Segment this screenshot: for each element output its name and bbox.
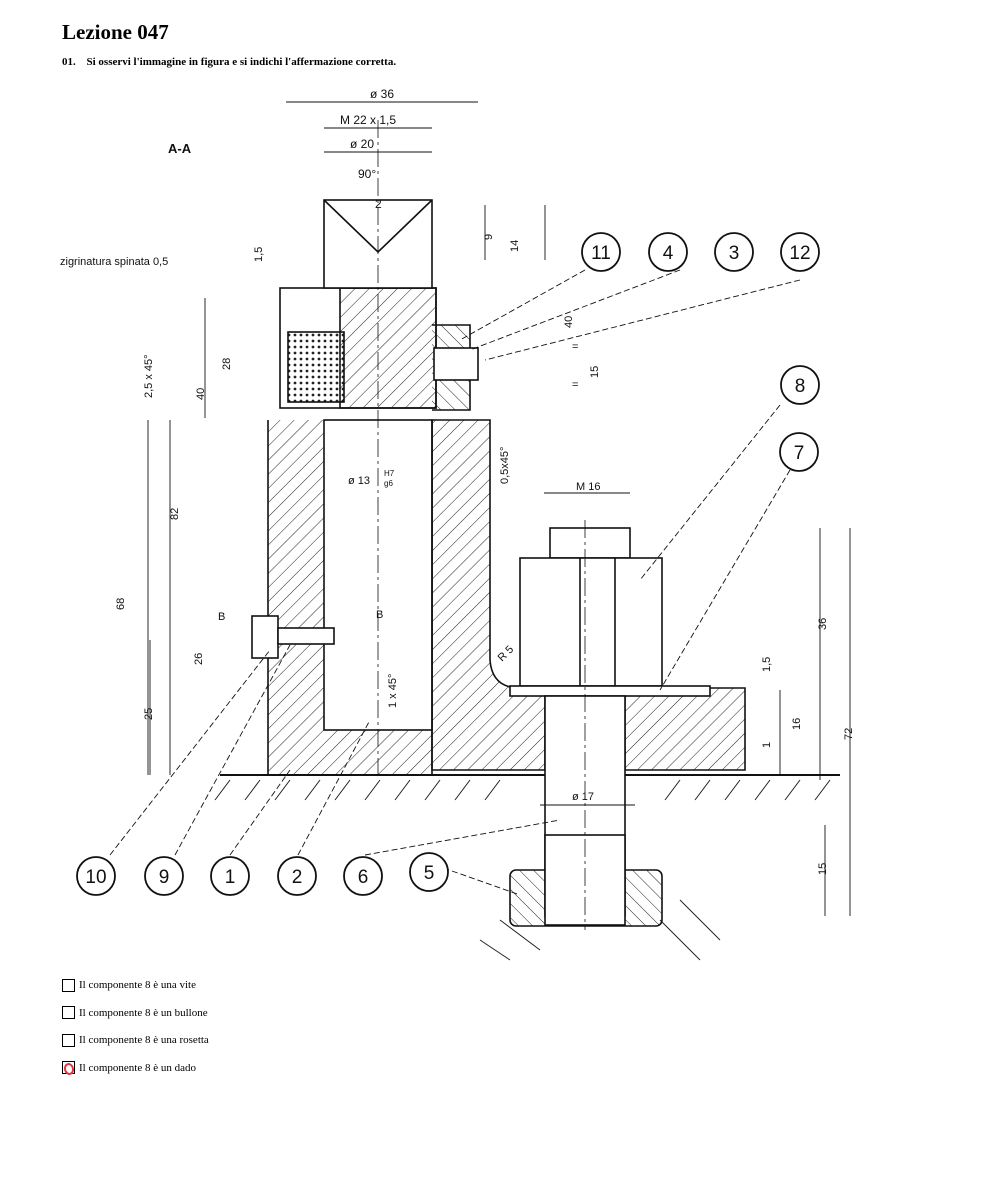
callout-10: 10 xyxy=(85,867,106,888)
dim-82: 82 xyxy=(169,508,181,520)
dim-m16: M 16 xyxy=(576,481,600,493)
dim-1-5-right: 1,5 xyxy=(761,657,773,672)
checkbox-bullone[interactable] xyxy=(62,1006,75,1019)
dim-16: 16 xyxy=(791,718,803,730)
knurl-label: zigrinatura spinata 0,5 xyxy=(60,256,168,268)
option-rosetta[interactable]: Il componente 8 è una rosetta xyxy=(62,1032,209,1048)
callout-circle-7 xyxy=(779,432,819,472)
option-vite[interactable]: Il componente 8 è una vite xyxy=(62,977,209,993)
dim-d36: ø 36 xyxy=(370,87,394,101)
option-label: Il componente 8 è un dado xyxy=(79,1061,196,1074)
dim-1-5-top: 1,5 xyxy=(253,247,265,262)
dim-15-bottom: 15 xyxy=(817,863,829,875)
dim-b-right: B xyxy=(376,609,383,621)
dim-40-right: 40 xyxy=(563,316,575,328)
dim-chamfer-2-5: 2,5 x 45° xyxy=(143,354,155,398)
bolt-assembly xyxy=(509,520,711,930)
dim-eq-1: = xyxy=(572,341,578,353)
callout-circle-3 xyxy=(714,232,754,272)
dim-eq-2: = xyxy=(572,379,578,391)
dim-28: 28 xyxy=(221,358,233,370)
callout-circle-9 xyxy=(144,856,184,896)
technical-drawing: ø 36 M 22 x 1,5 ø 20 90° 2 A-A zigrinatu… xyxy=(60,87,855,961)
lesson-title: Lezione 047 xyxy=(62,20,169,44)
dim-r5: R 5 xyxy=(496,644,517,665)
callout-2: 2 xyxy=(292,867,303,888)
checkbox-dado[interactable] xyxy=(62,1061,75,1074)
question-text: Si osservi l'immagine in figura e si ind… xyxy=(86,56,397,68)
section-label: A-A xyxy=(168,141,192,156)
dim-d17: ø 17 xyxy=(572,791,594,803)
callout-circle-1 xyxy=(210,856,250,896)
checkbox-rosetta[interactable] xyxy=(62,1033,75,1047)
option-dado[interactable]: Il componente 8 è un dado xyxy=(62,1060,209,1076)
dim-b-left: B xyxy=(218,611,225,623)
callout-circle-5 xyxy=(409,852,449,892)
dim-25: 25 xyxy=(143,708,155,720)
dim-chamfer-1: 1 x 45° xyxy=(387,674,399,708)
option-label: Il componente 8 è una rosetta xyxy=(79,1034,209,1046)
callout-7: 7 xyxy=(794,443,805,464)
option-bullone[interactable]: Il componente 8 è un bullone xyxy=(62,1005,209,1021)
question-header: 01. Si osservi l'immagine in figura e si… xyxy=(62,56,396,68)
dim-90deg: 90° xyxy=(358,167,376,181)
callout-9: 9 xyxy=(159,867,170,888)
dim-36: 36 xyxy=(817,618,829,630)
dim-40-left: 40 xyxy=(195,388,207,400)
dim-26: 26 xyxy=(193,653,205,665)
question-number: 01. xyxy=(62,56,76,68)
dim-chamfer-0-5: 0,5x45° xyxy=(499,447,511,484)
callout-5: 5 xyxy=(424,863,435,884)
side-screw xyxy=(251,615,335,659)
callouts xyxy=(76,232,820,896)
callout-circle-12 xyxy=(780,232,820,272)
callout-4: 4 xyxy=(663,243,674,264)
ground-hatching xyxy=(214,779,831,961)
dim-m22: M 22 x 1,5 xyxy=(340,113,396,127)
dim-d13: ø 13 xyxy=(348,475,370,487)
callout-11: 11 xyxy=(591,243,611,264)
dim-9: 9 xyxy=(483,234,495,240)
callout-3: 3 xyxy=(729,243,740,264)
callout-12: 12 xyxy=(789,243,810,264)
callout-circle-10 xyxy=(76,856,116,896)
dim-h7: H7 xyxy=(384,469,395,478)
dim-14: 14 xyxy=(509,240,521,252)
dim-d20: ø 20 xyxy=(350,137,374,151)
dim-15-right: 15 xyxy=(589,366,601,378)
callout-8: 8 xyxy=(795,376,806,397)
dimension-lines xyxy=(147,101,851,916)
dim-72: 72 xyxy=(843,728,855,740)
callout-circle-4 xyxy=(648,232,688,272)
dim-2: 2 xyxy=(375,197,382,211)
checkbox-vite[interactable] xyxy=(62,978,75,992)
callout-circle-2 xyxy=(277,856,317,896)
option-label: Il componente 8 è una vite xyxy=(79,979,196,991)
callout-circle-8 xyxy=(780,365,820,405)
answer-options: Il componente 8 è una vite Il componente… xyxy=(62,977,209,1087)
dim-68: 68 xyxy=(115,598,127,610)
dim-1: 1 xyxy=(761,742,773,748)
leader-lines xyxy=(109,269,801,896)
callout-1: 1 xyxy=(225,867,236,888)
dim-g6: g6 xyxy=(384,479,393,488)
callout-6: 6 xyxy=(358,867,369,888)
callout-circle-6 xyxy=(343,856,383,896)
callout-circle-11 xyxy=(581,232,621,272)
option-label: Il componente 8 è un bullone xyxy=(79,1006,208,1019)
